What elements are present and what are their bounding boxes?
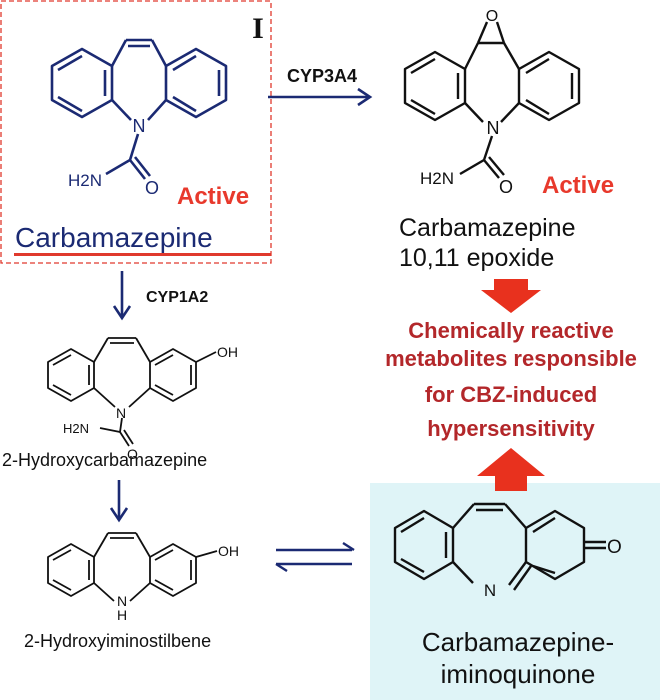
carbamazepine-active-label: Active — [177, 183, 249, 210]
red-down-arrow — [481, 279, 541, 313]
epoxide-active-label: Active — [542, 172, 614, 199]
reactive-note-line1: Chemically reactive — [408, 318, 613, 343]
panel-label: I — [252, 12, 264, 45]
cyp1a2-arrowhead — [112, 305, 132, 321]
reactive-note-line3: for CBZ-induced — [425, 382, 597, 407]
epoxide-o-atom: O — [486, 8, 498, 25]
epoxide-o-carbonyl: O — [499, 177, 513, 197]
hydroxy-nh2: H2N — [63, 421, 89, 436]
carbamazepine-n-atom: N — [133, 116, 146, 136]
epoxide-name-line1: Carbamazepine — [399, 214, 576, 242]
iminostilbene-n-atom: N — [117, 593, 127, 609]
carbamazepine-name: Carbamazepine — [15, 222, 213, 253]
iminoquinone-name-line1: Carbamazepine- — [422, 627, 614, 657]
carbamazepine-o-atom: O — [145, 178, 159, 198]
iminoquinone-n-atom: N — [484, 581, 496, 600]
epoxide-name-line2: 10,11 epoxide — [399, 244, 554, 272]
iminostilbene-name: 2-Hydroxyiminostilbene — [24, 631, 211, 651]
equilibrium-arrows — [275, 541, 355, 573]
hydroxy-o-atom: O — [127, 446, 138, 462]
cyp3a4-arrowhead — [357, 87, 373, 107]
reactive-note-line4: hypersensitivity — [427, 416, 595, 441]
cyp1a2-label: CYP1A2 — [146, 289, 208, 306]
epoxide-structure — [403, 21, 581, 179]
hydroxy-name: 2-Hydroxycarbamazepine — [2, 450, 207, 470]
hydroxy-to-iminostilbene-arrowhead — [109, 507, 129, 523]
carbamazepine-nh2: H2N — [68, 171, 102, 190]
epoxide-n-atom: N — [487, 118, 500, 138]
carbamazepine-structure — [50, 38, 228, 180]
iminoquinone-structure — [393, 502, 606, 591]
iminostilbene-structure — [47, 532, 218, 602]
cyp3a4-label: CYP3A4 — [287, 66, 357, 86]
iminoquinone-o-atom: O — [607, 537, 622, 558]
epoxide-nh2: H2N — [420, 169, 454, 188]
carbamazepine-underline — [14, 253, 271, 256]
hydroxy-n-atom: N — [116, 405, 126, 421]
iminostilbene-oh: OH — [218, 543, 239, 559]
hydroxy-structure — [47, 337, 217, 447]
iminostilbene-h-atom: H — [117, 607, 127, 623]
iminoquinone-highlight-box — [370, 483, 660, 700]
carbamazepine-dashed-box — [0, 0, 272, 264]
iminoquinone-name-line2: iminoquinone — [441, 659, 596, 689]
red-up-arrow — [477, 448, 545, 491]
hydroxy-oh: OH — [217, 344, 238, 360]
reactive-note-line2: metabolites responsible — [385, 346, 637, 371]
